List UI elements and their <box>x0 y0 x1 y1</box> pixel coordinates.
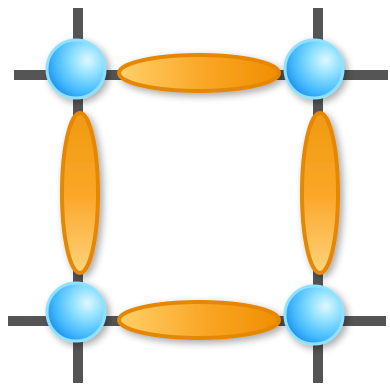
bond-top <box>119 55 279 91</box>
bond-right <box>302 113 338 273</box>
node-bottom-left <box>47 283 105 341</box>
bond-bottom <box>119 302 279 338</box>
node-top-left <box>47 40 105 98</box>
node-bottom-right <box>285 286 343 344</box>
bond-left <box>62 113 98 273</box>
node-top-right <box>285 40 343 98</box>
